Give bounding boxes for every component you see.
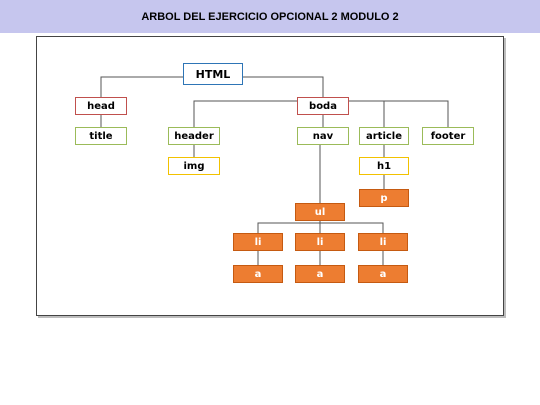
node-title: title bbox=[75, 127, 127, 145]
node-li-2: li bbox=[295, 233, 345, 251]
node-a-2: a bbox=[295, 265, 345, 283]
node-a-1: a bbox=[233, 265, 283, 283]
title-bar: ARBOL DEL EJERCICIO OPCIONAL 2 MODULO 2 bbox=[0, 0, 540, 33]
diagram-title: ARBOL DEL EJERCICIO OPCIONAL 2 MODULO 2 bbox=[141, 10, 399, 23]
diagram-frame: HTML head boda title header nav article … bbox=[36, 36, 504, 316]
node-a-3: a bbox=[358, 265, 408, 283]
node-boda: boda bbox=[297, 97, 349, 115]
node-head: head bbox=[75, 97, 127, 115]
node-footer: footer bbox=[422, 127, 474, 145]
node-li-3: li bbox=[358, 233, 408, 251]
node-img: img bbox=[168, 157, 220, 175]
node-h1: h1 bbox=[359, 157, 409, 175]
node-nav: nav bbox=[297, 127, 349, 145]
node-p: p bbox=[359, 189, 409, 207]
node-li-1: li bbox=[233, 233, 283, 251]
node-ul: ul bbox=[295, 203, 345, 221]
node-header: header bbox=[168, 127, 220, 145]
node-html: HTML bbox=[183, 63, 243, 85]
node-article: article bbox=[359, 127, 409, 145]
